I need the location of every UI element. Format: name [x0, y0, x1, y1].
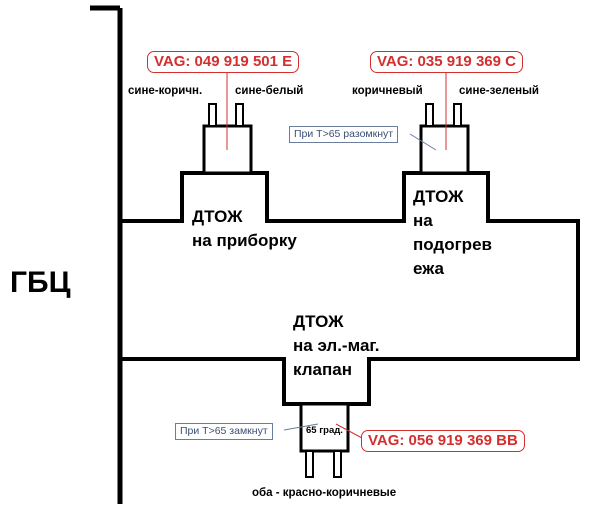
sensor-3-note-pointer [283, 423, 319, 431]
sensor-2-title: ДТОЖ на подогрев ежа [413, 185, 492, 281]
sensor-2-wire-left: коричневый [352, 85, 423, 97]
sensor-3-note: При T>65 замкнут [175, 423, 273, 440]
sensor-2-title-line-2: на [413, 211, 433, 230]
sensor-2-connector-body [419, 124, 470, 175]
sensor-3-title: ДТОЖ на эл.-маг. клапан [293, 310, 380, 382]
sensor-1-title-line-2: на приборку [192, 231, 297, 250]
sensor-3-pointer [335, 423, 363, 439]
sensor-3-title-line-3: клапан [293, 360, 352, 379]
sensor-3-part-number: VAG: 056 919 369 BB [361, 430, 525, 452]
sensor-3-pin-right [333, 450, 342, 478]
sensor-3-title-line-2: на эл.-маг. [293, 336, 380, 355]
sensor-3-temp-label: 65 град. [306, 425, 343, 436]
sensor-2-part-number: VAG: 035 919 369 C [370, 51, 523, 73]
sensor-3-wires: оба - красно-коричневые [252, 487, 397, 499]
sensor-3-pin-left [305, 450, 314, 478]
sensor-2-pin-left [425, 103, 434, 127]
sensor-1-pin-left [208, 103, 217, 127]
sensor-1-title-line-1: ДТОЖ [192, 207, 243, 226]
sensor-2-title-line-3: подогрев [413, 235, 492, 254]
sensor-2-title-line-1: ДТОЖ [413, 187, 464, 206]
sensor-1-title: ДТОЖ на приборку [192, 205, 297, 253]
sensor-2-title-line-4: ежа [413, 259, 444, 278]
sensor-2-wire-right: сине-зеленый [459, 85, 539, 97]
sensor-3-title-line-1: ДТОЖ [293, 312, 344, 331]
sensor-1-wire-left: сине-коричн. [128, 85, 203, 97]
cylinder-head-label: ГБЦ [10, 266, 71, 299]
sensor-1-pin-right [235, 103, 244, 127]
sensor-2-pin-right [453, 103, 462, 127]
sensor-2-note-pointer [409, 133, 437, 151]
sensor-1-part-number: VAG: 049 919 501 E [147, 51, 300, 73]
sensor-1-wire-right: сине-белый [235, 85, 304, 97]
sensor-2-note: При T>65 разомкнут [289, 126, 399, 143]
